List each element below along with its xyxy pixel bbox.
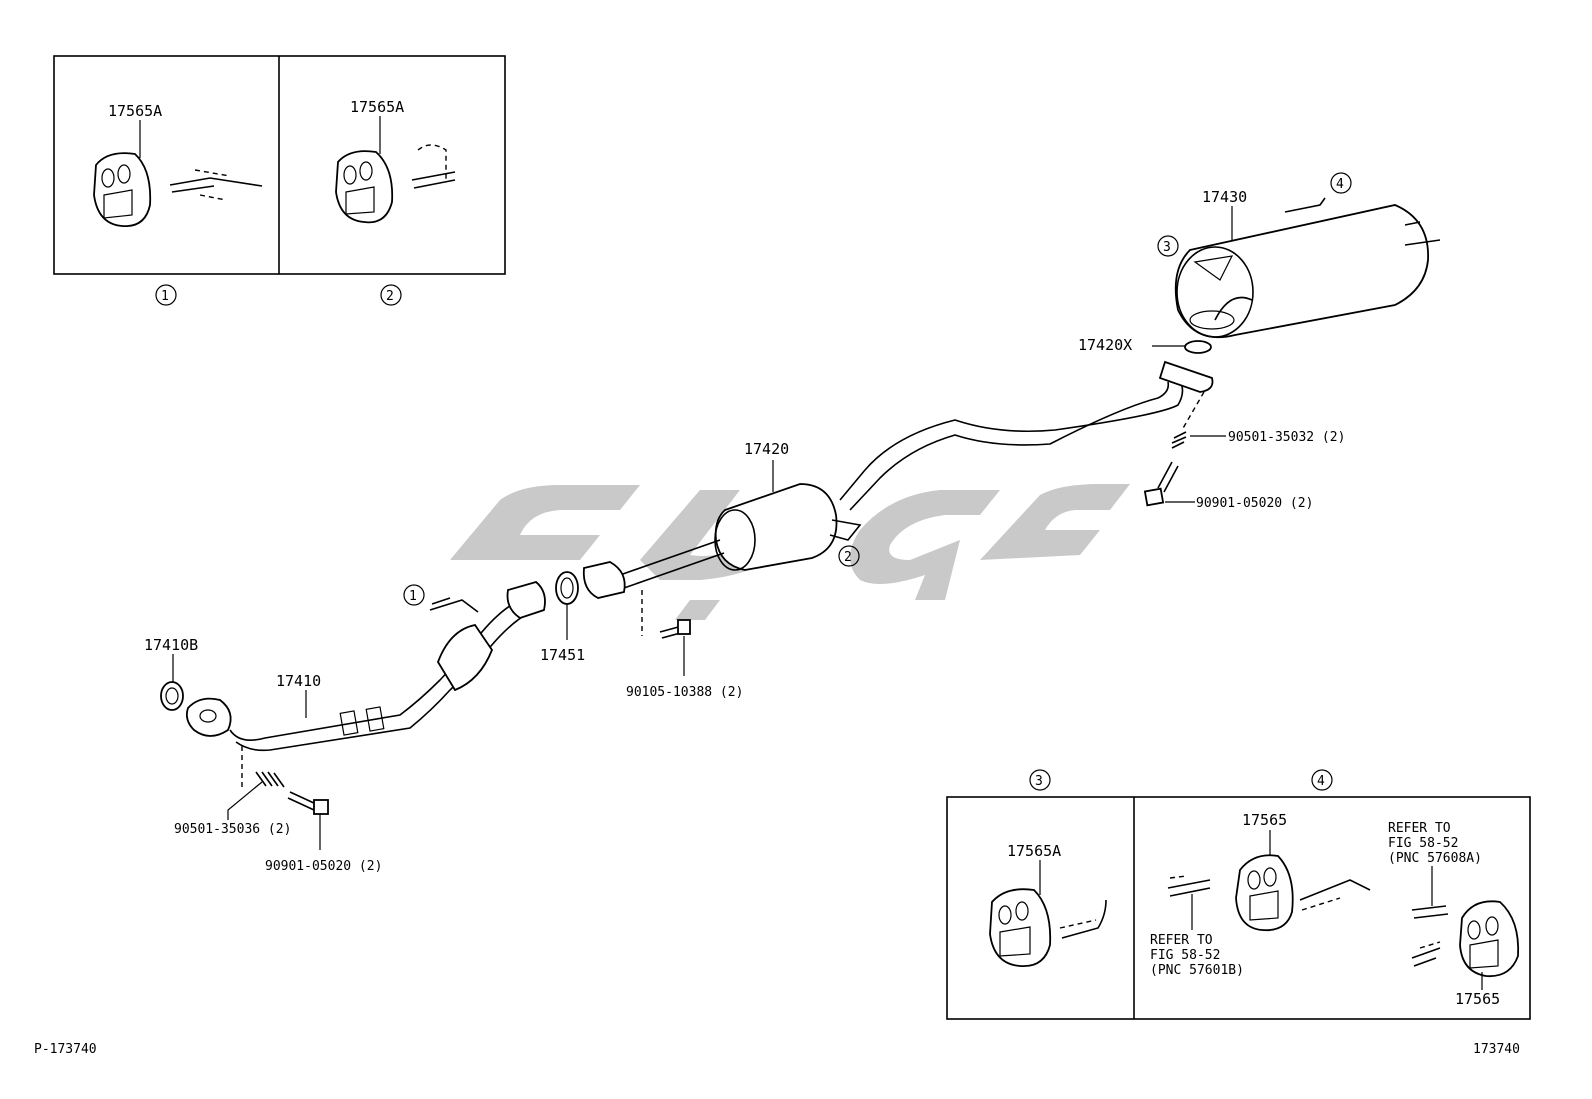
- svg-text:1: 1: [409, 589, 417, 604]
- hanger-rubber-inset2: [335, 150, 394, 224]
- callout-2-center: 2: [838, 545, 860, 567]
- label-17420: 17420: [744, 440, 789, 458]
- hanger-rubber-inset1: [93, 152, 152, 228]
- svg-text:3: 3: [1163, 240, 1171, 255]
- figure-number: 173740: [1473, 1042, 1520, 1057]
- callout-3-muffler: 3: [1157, 235, 1179, 257]
- spring-90501-35032: [1171, 431, 1187, 449]
- gasket-17451: [555, 571, 579, 605]
- tail-muffler-17430: [1174, 197, 1441, 339]
- hanger-rubber-inset3: [989, 888, 1052, 968]
- callout-4-inset: 4: [1311, 769, 1333, 791]
- front-pipe-17410: [185, 581, 546, 752]
- refer-left-line3: (PNC 57601B): [1150, 963, 1244, 978]
- bolt-90901-05020-lower: [287, 791, 329, 815]
- label-17565-lower: 17565: [1455, 990, 1500, 1008]
- svg-text:2: 2: [386, 289, 394, 304]
- refer-left-line2: FIG 58-52: [1150, 948, 1220, 963]
- gasket-17420X: [1184, 340, 1212, 354]
- inset-box-bottom-right: 17565A 17565 REFER TO FIG 58-52 (PNC 576…: [946, 796, 1531, 1020]
- label-90901-05020-upper: 90901-05020 (2): [1196, 496, 1313, 511]
- label-90901-05020-lower: 90901-05020 (2): [265, 859, 382, 874]
- inset-box-top-left: 17565A 17565A: [53, 55, 506, 275]
- svg-text:1: 1: [161, 289, 169, 304]
- svg-text:2: 2: [844, 550, 852, 565]
- label-17565A-inset3: 17565A: [1007, 842, 1061, 860]
- bolt-90105-10388: [677, 619, 691, 635]
- bolt-90901-05020-upper: [1143, 461, 1179, 507]
- label-90501-35036: 90501-35036 (2): [174, 822, 291, 837]
- label-90105-10388: 90105-10388 (2): [626, 685, 743, 700]
- refer-left-line1: REFER TO: [1150, 933, 1213, 948]
- callout-3-inset: 3: [1029, 769, 1051, 791]
- callout-1-top: 1: [155, 284, 177, 306]
- label-17410B: 17410B: [144, 636, 198, 654]
- figure-id: P-173740: [34, 1042, 97, 1057]
- refer-right-line2: FIG 58-52: [1388, 836, 1458, 851]
- label-17565A-inset1: 17565A: [108, 102, 162, 120]
- label-17430: 17430: [1202, 188, 1247, 206]
- callout-1-front-pipe: 1: [403, 584, 425, 606]
- svg-text:4: 4: [1336, 177, 1344, 192]
- hanger-rubber-inset4-a: [1235, 854, 1294, 932]
- callout-2-top: 2: [380, 284, 402, 306]
- watermark-logo: [450, 484, 1130, 620]
- label-17410: 17410: [276, 672, 321, 690]
- center-pipe-17420: [582, 360, 1214, 599]
- label-90501-35032: 90501-35032 (2): [1228, 430, 1345, 445]
- label-17565A-inset2: 17565A: [350, 98, 404, 116]
- label-17420X: 17420X: [1078, 336, 1132, 354]
- hanger-rubber-inset4-b: [1459, 900, 1520, 978]
- svg-text:3: 3: [1035, 774, 1043, 789]
- svg-text:4: 4: [1317, 774, 1325, 789]
- gasket-17410B: [160, 681, 184, 711]
- label-17565-upper: 17565: [1242, 811, 1287, 829]
- spring-90501-35036: [255, 771, 285, 788]
- refer-right-line1: REFER TO: [1388, 821, 1451, 836]
- callout-4-muffler: 4: [1330, 172, 1352, 194]
- label-17451: 17451: [540, 646, 585, 664]
- refer-right-line3: (PNC 57608A): [1388, 851, 1482, 866]
